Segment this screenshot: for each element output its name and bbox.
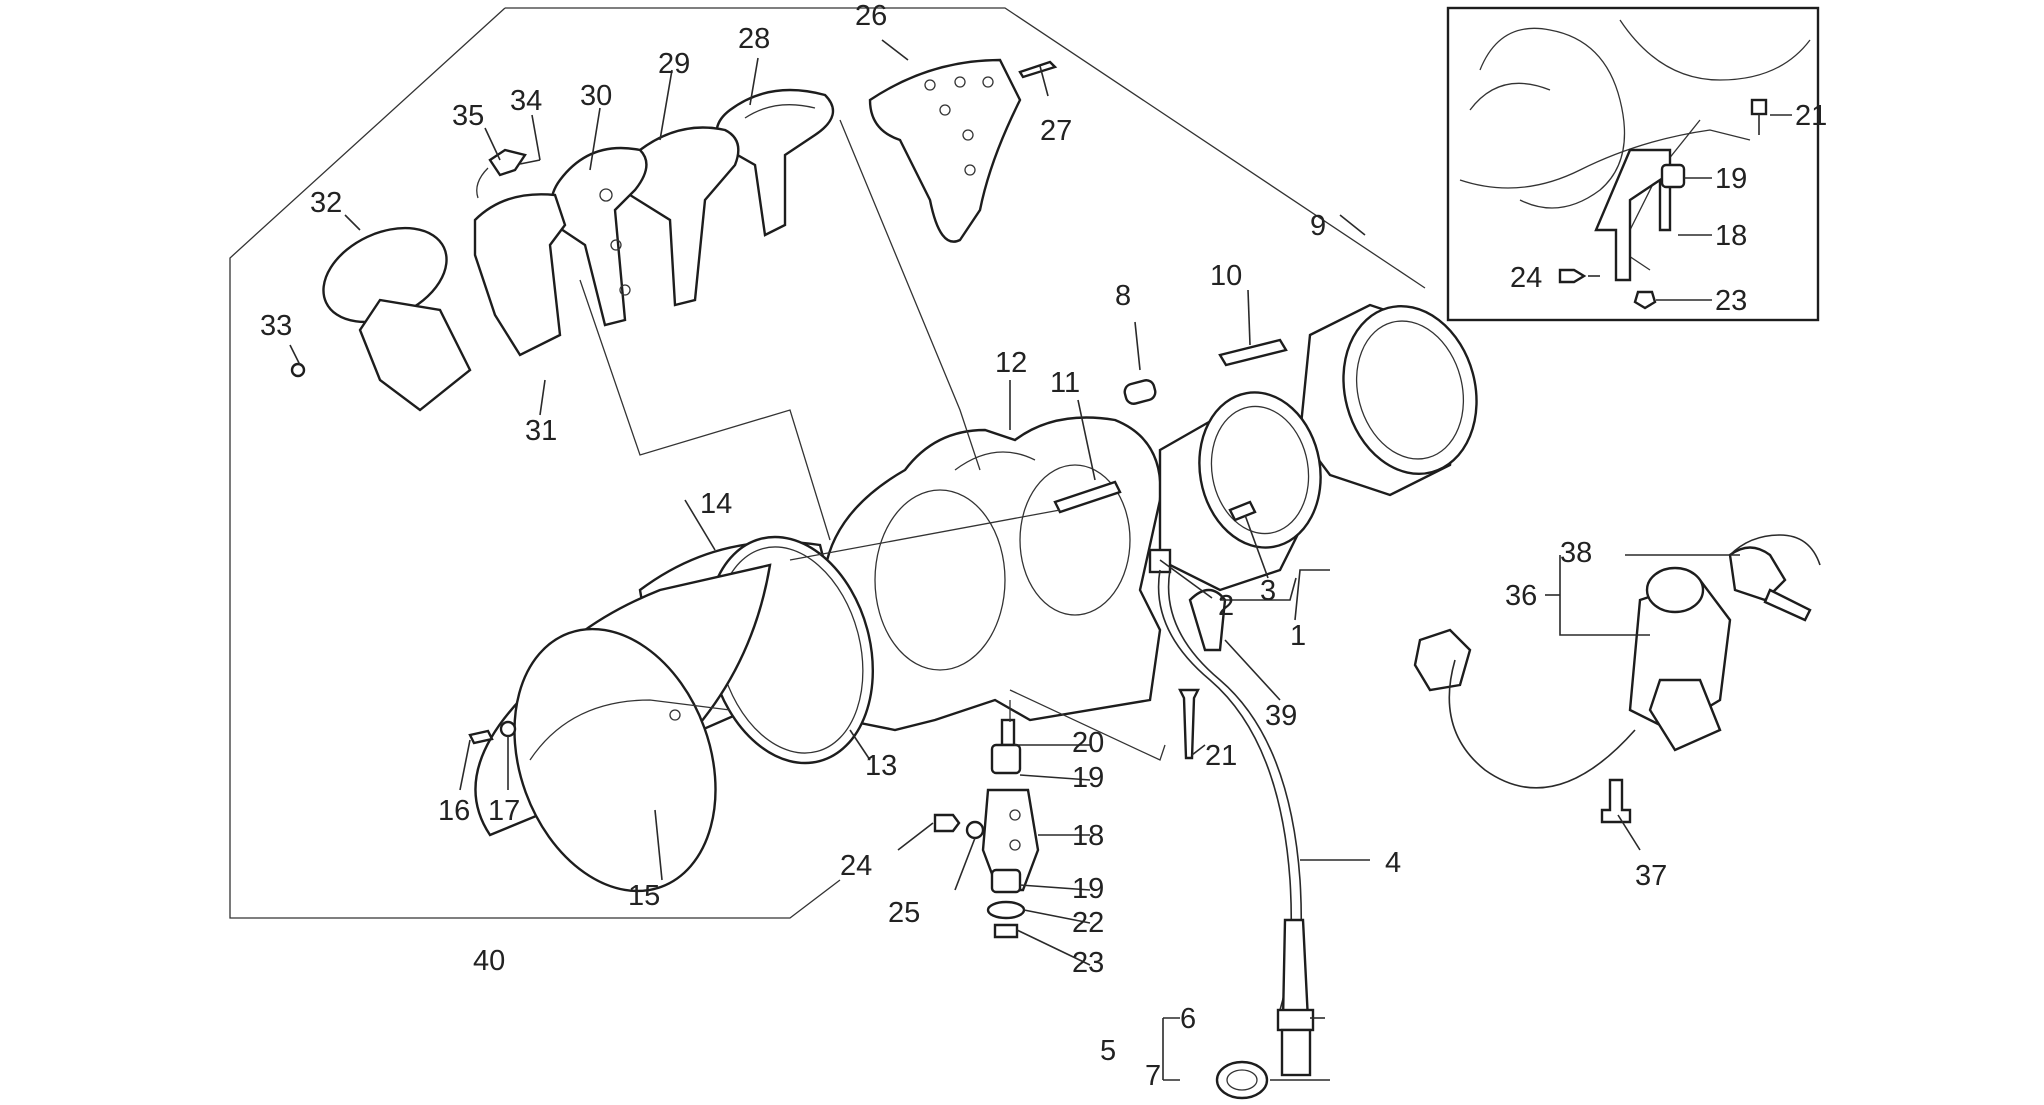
callout-33: 33: [260, 310, 292, 342]
callout-16: 16: [438, 795, 470, 827]
callout-17: 17: [488, 795, 520, 827]
callout-40: 40: [473, 945, 505, 977]
callout-39: 39: [1265, 700, 1297, 732]
callout-15: 15: [628, 880, 660, 912]
callout-1: 1: [1290, 620, 1306, 652]
callout-28: 28: [738, 23, 770, 55]
callout-32: 32: [310, 187, 342, 219]
inset-callout-21: 21: [1795, 100, 1827, 132]
callout-19b: 19: [1072, 873, 1104, 905]
callout-11: 11: [1050, 367, 1080, 399]
callout-21: 21: [1205, 740, 1237, 772]
callout-25: 25: [888, 897, 920, 929]
callout-8: 8: [1115, 280, 1131, 312]
callout-38: 38: [1560, 537, 1592, 569]
ignition-switch: [1413, 534, 1821, 824]
callout-31: 31: [525, 415, 557, 447]
leader-lines: [289, 39, 1740, 1081]
speedometer-cable: [1157, 569, 1315, 1100]
callout-9: 9: [1310, 210, 1326, 242]
inset-detail-box: [1446, 6, 1820, 322]
assembly-boundary-outline: [229, 7, 1426, 919]
gauges: [1053, 303, 1478, 592]
callout-labels: 1 2 3 4 5 6 7 8 9 10 11 12 13 14 15 16 1…: [260, 0, 1827, 1092]
callout-13: 13: [865, 750, 897, 782]
callout-36: 36: [1505, 580, 1537, 612]
lower-bracket-stack: [933, 688, 1200, 939]
callout-22: 22: [1072, 907, 1104, 939]
callout-34: 34: [510, 85, 542, 117]
housing: [468, 535, 875, 893]
callout-30: 30: [580, 80, 612, 112]
callout-3: 3: [1260, 575, 1276, 607]
callout-12: 12: [995, 347, 1027, 379]
callout-5: 5: [1100, 1035, 1116, 1067]
callout-18: 18: [1072, 820, 1104, 852]
callout-20: 20: [1072, 727, 1104, 759]
callout-35: 35: [452, 100, 484, 132]
callout-2: 2: [1218, 590, 1234, 622]
inset-callout-23: 23: [1715, 285, 1747, 317]
callout-14: 14: [700, 488, 732, 520]
inset-callout-19: 19: [1715, 163, 1747, 195]
inset-callout-24: 24: [1510, 262, 1542, 294]
top-plates: [290, 58, 1058, 412]
callout-7: 7: [1145, 1060, 1161, 1092]
callout-6: 6: [1180, 1003, 1196, 1035]
callout-37: 37: [1635, 860, 1667, 892]
callout-26: 26: [855, 0, 887, 32]
callout-10: 10: [1210, 260, 1242, 292]
inset-callout-18: 18: [1715, 220, 1747, 252]
callout-19a: 19: [1072, 762, 1104, 794]
callout-23: 23: [1072, 947, 1104, 979]
callout-24: 24: [840, 850, 872, 882]
callout-27: 27: [1040, 115, 1072, 147]
callout-29: 29: [658, 48, 690, 80]
callout-4: 4: [1385, 847, 1401, 879]
